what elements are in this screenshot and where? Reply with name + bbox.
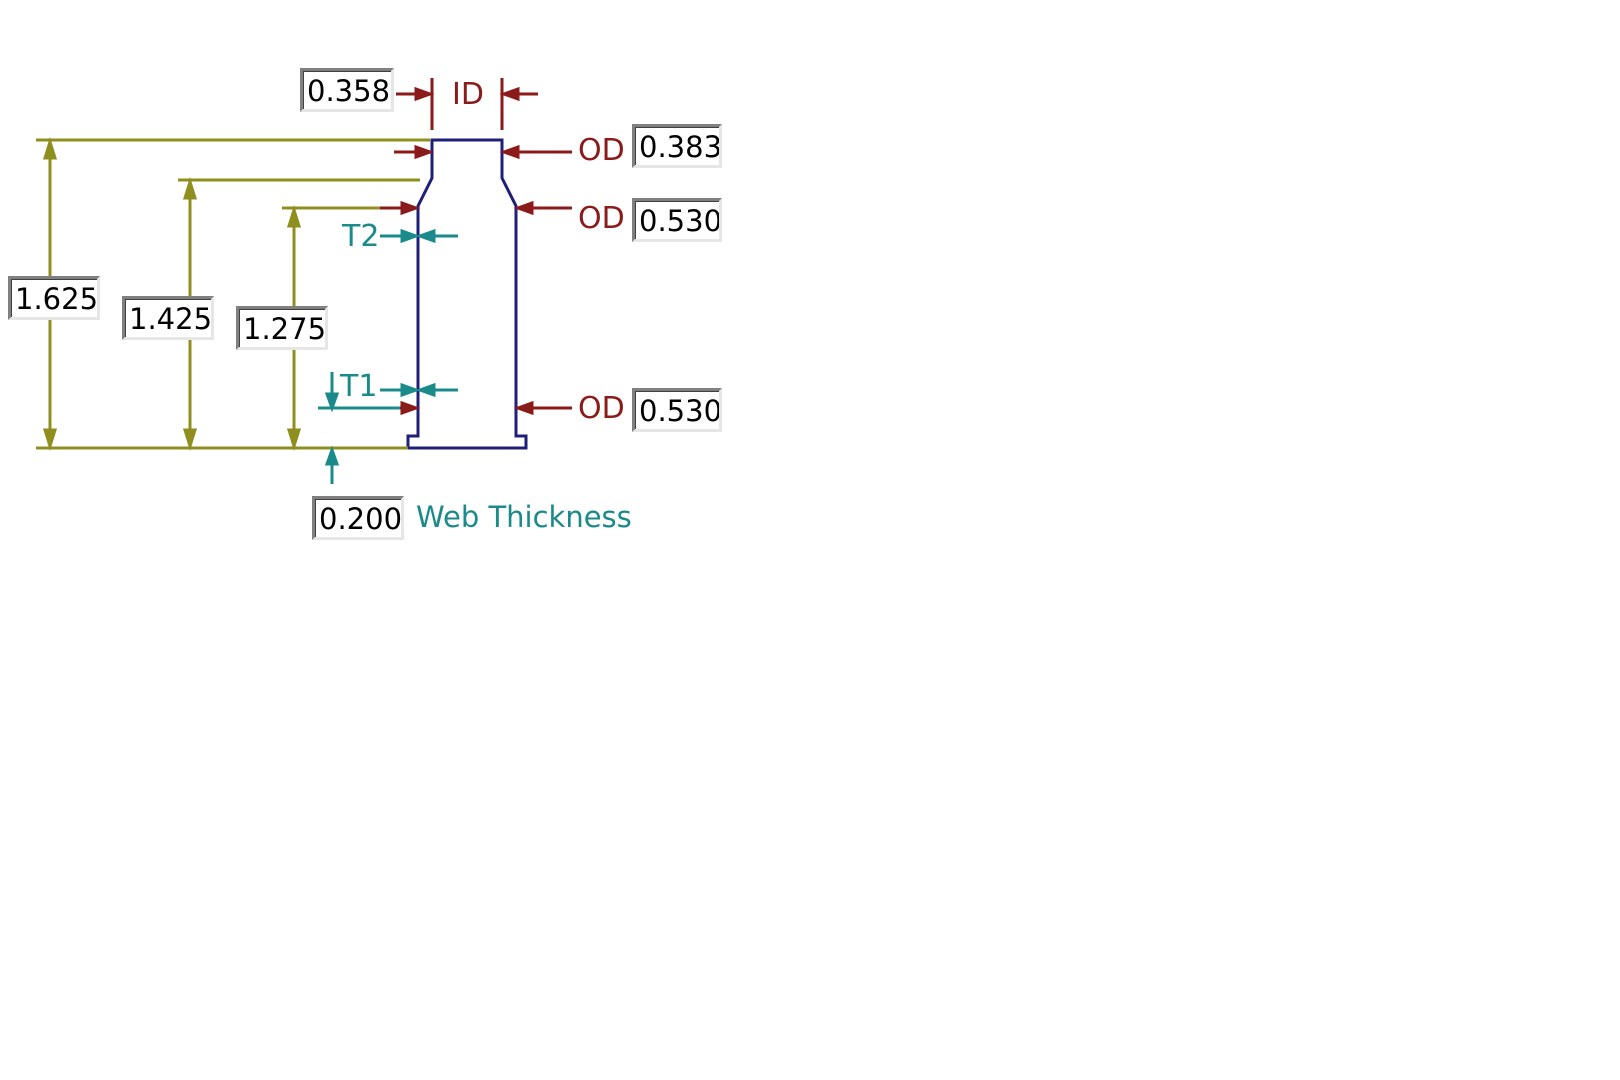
case-outline <box>406 138 528 450</box>
t1-label: T1 <box>340 369 378 404</box>
thickness-arrows <box>318 228 458 484</box>
shoulder-length-field[interactable]: 1.275 <box>236 306 328 350</box>
od-base-label: OD <box>578 391 625 426</box>
od-mouth-label: OD <box>578 133 625 168</box>
od-shoulder-label: OD <box>578 201 625 236</box>
web-thickness-field[interactable]: 0.200 <box>312 496 404 540</box>
t2-label: T2 <box>342 219 380 254</box>
od-base-field[interactable]: 0.530 <box>632 388 722 432</box>
od-shoulder-field[interactable]: 0.530 <box>632 198 722 242</box>
od-mouth-field[interactable]: 0.383 <box>632 124 722 168</box>
id-value-field[interactable]: 0.358 <box>300 68 394 112</box>
neck-length-field[interactable]: 1.425 <box>122 296 214 340</box>
id-label: ID <box>452 77 484 112</box>
diameter-arrows <box>380 78 572 416</box>
overall-length-field[interactable]: 1.625 <box>8 276 100 320</box>
web-thickness-label: Web Thickness <box>416 500 632 534</box>
